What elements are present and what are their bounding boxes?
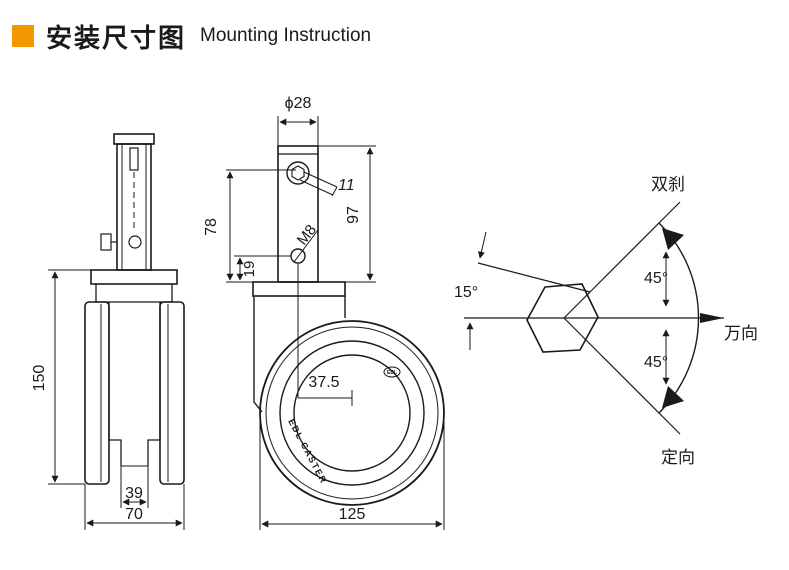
offset-line (477, 262, 591, 293)
side-view (252, 145, 445, 506)
dim-thread-label: M8 (294, 222, 320, 249)
page-title-english: Mounting Instruction (200, 25, 372, 46)
front-view (84, 133, 185, 485)
left-wheel (84, 301, 110, 485)
hex-bolt (286, 161, 310, 185)
page-title-chinese: 安装尺寸图 (46, 23, 187, 54)
arc-arrow-top (662, 228, 684, 250)
logo-text: EDL (387, 370, 397, 376)
angle-side-label: 15° (454, 284, 478, 301)
dim-stem-height-label: 78 (203, 218, 220, 236)
top-plate (90, 269, 178, 285)
stem-slot (129, 147, 139, 171)
side-bolt (100, 233, 112, 251)
dim-offset-label: 37.5 (308, 374, 339, 391)
page-header: 安装尺寸图 Mounting Instruction (12, 18, 371, 54)
orange-square-icon (12, 25, 34, 47)
dim-inner-width-label: 39 (125, 485, 143, 502)
dim-hex-label: 11 (338, 177, 355, 194)
angle-top-label: 45° (644, 270, 668, 287)
wheel-hub (279, 340, 425, 486)
stem-hole (128, 235, 142, 249)
wheel-tread (265, 326, 439, 500)
fixed-label: 定向 (661, 448, 695, 468)
rotation-arc (658, 222, 700, 414)
directional-label: 万向 (724, 324, 758, 344)
rotation-view (464, 201, 724, 435)
logo-mark (383, 366, 401, 378)
angle-bottom-label: 45° (644, 354, 668, 371)
hex-stem-outline (526, 283, 599, 353)
brake-line (563, 201, 681, 319)
wheel-inner-ring (293, 354, 411, 472)
double-brake-label: 双刹 (651, 175, 685, 195)
stem-cap (113, 133, 155, 145)
dim-outer-width-label: 70 (125, 506, 143, 523)
front-dimensions (48, 269, 185, 530)
arc-arrow-bottom (662, 386, 684, 408)
dim-wheel-diameter-label: 125 (339, 506, 366, 523)
side-dimensions (226, 116, 445, 530)
right-wheel (159, 301, 185, 485)
dim-total-height-label: 97 (345, 206, 362, 224)
dim-height-label: 150 (31, 365, 48, 392)
side-top-plate (252, 281, 346, 297)
side-wheel (259, 320, 445, 506)
dim-stem-diameter-label: ϕ28 (285, 95, 312, 112)
fixed-line (563, 317, 681, 435)
dim-hole-height-label: 19 (241, 261, 258, 278)
